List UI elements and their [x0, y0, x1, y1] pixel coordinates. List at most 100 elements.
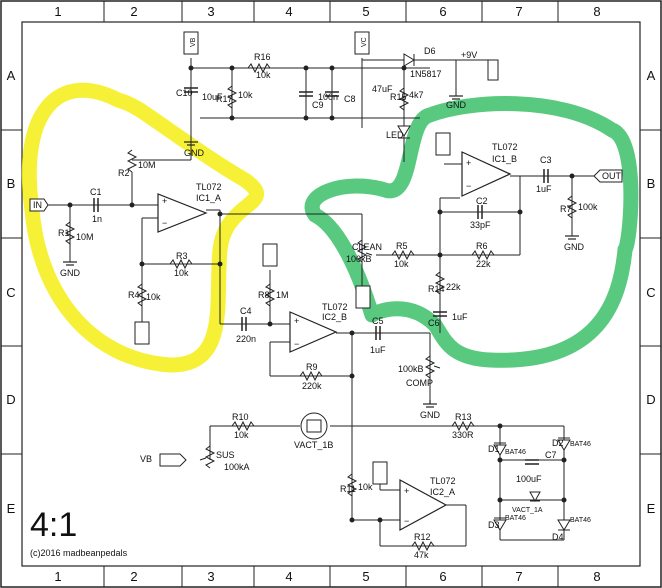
label-r13-value: 330R [452, 430, 474, 440]
label-c7-value: 100uF [516, 474, 542, 484]
label-sus-value: 100kA [224, 462, 250, 472]
row-label: E [7, 501, 16, 516]
label-ic1a: IC1_A [196, 193, 221, 203]
column-label: 4 [285, 569, 292, 584]
label-c4: C4 [240, 306, 252, 316]
potentiometer-symbols [199, 239, 441, 469]
label-bat46: BAT46 [570, 441, 591, 448]
label-comp-value: 100kB [398, 364, 424, 374]
vb-flag [183, 31, 199, 55]
label-r4-value: 10k [146, 292, 161, 302]
resistor-r1 [64, 221, 76, 245]
grid-row-labels-left: A B C D E [6, 68, 15, 516]
label-r11-value: 10k [358, 482, 373, 492]
row-label: B [7, 176, 16, 191]
label-r15-value: 4k7 [409, 90, 424, 100]
label-vact1b: VACT_1B [294, 440, 333, 450]
label-ic1b-type: TL072 [492, 142, 518, 152]
row-label: B [647, 176, 656, 191]
label-sus: SUS [216, 450, 235, 460]
label-c9: C9 [312, 100, 324, 110]
label-r12: R12 [414, 532, 431, 542]
label-c5-value: 1uF [370, 345, 386, 355]
label-d6-value: 1N5817 [410, 69, 442, 79]
resistor-r17 [226, 85, 238, 109]
label-r7: R7 [560, 204, 572, 214]
resistor-r3 [169, 258, 193, 270]
svg-text:+: + [404, 486, 409, 496]
resistor-r16 [247, 62, 271, 74]
label-9v: +9V [461, 50, 477, 60]
copyright-text: (c)2016 madbeanpedals [30, 548, 128, 558]
svg-text:−: − [404, 516, 409, 526]
label-clean: CLEAN [352, 242, 382, 252]
diode-d1 [493, 444, 507, 456]
diode-d6 [403, 53, 415, 67]
opamp-ic2b [289, 311, 338, 353]
opamp-pin-signs: +− +− +− +− [162, 158, 471, 526]
diode-d2 [557, 439, 571, 451]
label-ic2a-type: TL072 [430, 476, 456, 486]
opamp-symbols [157, 151, 512, 532]
svg-text:−: − [294, 339, 299, 349]
label-r14-value: 22k [446, 282, 461, 292]
label-d4: D4 [552, 532, 564, 542]
grid-row-labels-right: A B C D E [646, 68, 655, 516]
svg-text:+: + [466, 158, 471, 168]
label-r6: R6 [476, 241, 488, 251]
svg-text:+: + [294, 316, 299, 326]
resistor-r10 [231, 420, 255, 432]
led-vact1a [529, 491, 541, 503]
row-label: A [7, 68, 16, 83]
row-label: A [647, 68, 656, 83]
row-label: E [647, 501, 656, 516]
vb-flag [159, 453, 187, 467]
label-led: LED [386, 130, 404, 140]
power-jack [487, 59, 499, 81]
ground-symbols [63, 95, 579, 408]
svg-text:−: − [162, 218, 167, 228]
pot-clean [356, 239, 368, 263]
column-label: 3 [207, 569, 214, 584]
label-d1: D1 [488, 444, 500, 454]
output-port [593, 169, 623, 183]
label-vb: VB [190, 37, 197, 47]
label-r8-value: 1M [276, 290, 289, 300]
semiconductor-symbols [300, 53, 571, 531]
label-r4: R4 [128, 290, 140, 300]
label-r6-value: 22k [476, 259, 491, 269]
vb-flag [372, 461, 388, 485]
vb-flag [355, 285, 371, 309]
label-r1: R1 [58, 228, 70, 238]
grid-column-labels-top: 1 2 3 4 5 6 7 8 [54, 4, 600, 19]
label-c8: C8 [344, 94, 356, 104]
label-c3-value: 1uF [536, 184, 552, 194]
column-label: 7 [515, 569, 522, 584]
input-port [29, 198, 49, 212]
label-vb: VB [140, 454, 152, 464]
svg-text:+: + [162, 196, 167, 206]
column-label: 4 [285, 4, 292, 19]
label-ic2a: IC2_A [430, 487, 455, 497]
label-bat46: BAT46 [505, 515, 526, 522]
label-r3-value: 10k [174, 268, 189, 278]
resistor-r4 [136, 283, 148, 307]
power-flags [29, 31, 623, 485]
label-c10-value: 10uF [202, 92, 223, 102]
label-comp: COMP [406, 378, 433, 388]
label-gnd: GND [446, 100, 467, 110]
label-gnd: GND [420, 410, 441, 420]
label-ic1b: IC1_B [492, 154, 517, 164]
label-gnd: GND [564, 242, 585, 252]
ratio-label: 4:1 [30, 506, 77, 544]
label-r9: R9 [306, 362, 318, 372]
label-r7-value: 100k [578, 202, 598, 212]
label-r2-value: 10M [138, 160, 156, 170]
label-gnd: GND [184, 148, 205, 158]
vb-flag [262, 243, 278, 267]
column-label: 5 [362, 569, 369, 584]
label-r13: R13 [455, 412, 472, 422]
label-r3: R3 [176, 251, 188, 261]
label-r16-value: 10k [256, 70, 271, 80]
